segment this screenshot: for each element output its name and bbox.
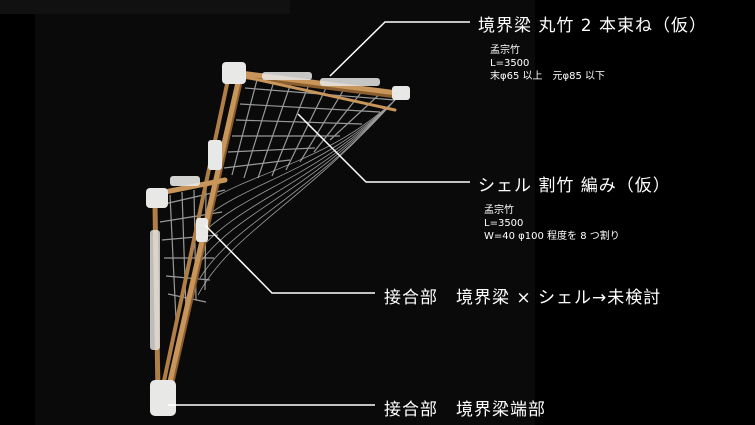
leader-lines: [168, 21, 470, 406]
bamboo-beams: [147, 68, 409, 402]
shell-notes: 孟宗竹 L=3500 W=40 φ100 程度を 8 つ割り: [484, 204, 671, 243]
end-joint-label: 接合部 境界梁端部: [384, 400, 546, 420]
background-panel-dark: [0, 0, 290, 14]
beam-title: 境界梁 丸竹 2 本束ね（仮）: [478, 16, 708, 36]
leader-joint: [204, 224, 375, 294]
beam-notes: 孟宗竹 L=3500 末φ65 以上 元φ85 以下: [490, 44, 707, 83]
leader-shell: [297, 113, 470, 183]
shell-note-material: 孟宗竹: [484, 205, 514, 216]
shell-note-width: W=40 φ100 程度を 8 つ割り: [484, 231, 620, 242]
joint-label: 接合部 境界梁 × シェル→未検討: [384, 288, 662, 308]
beam-note-diameter: 末φ65 以上 元φ85 以下: [490, 71, 605, 82]
beam-label: 境界梁 丸竹 2 本束ね（仮） 孟宗竹 L=3500 末φ65 以上 元φ85 …: [478, 11, 707, 83]
shell-note-length: L=3500: [484, 218, 524, 229]
background-panel: [35, 0, 535, 425]
shell-title: シェル 割竹 編み（仮）: [478, 176, 671, 196]
beam-note-length: L=3500: [490, 58, 530, 69]
shell-curves: [197, 99, 396, 296]
beam-note-material: 孟宗竹: [490, 45, 520, 56]
leader-beam: [329, 21, 470, 77]
bindings: [146, 62, 410, 416]
shell-label: シェル 割竹 編み（仮） 孟宗竹 L=3500 W=40 φ100 程度を 8 …: [478, 171, 671, 243]
